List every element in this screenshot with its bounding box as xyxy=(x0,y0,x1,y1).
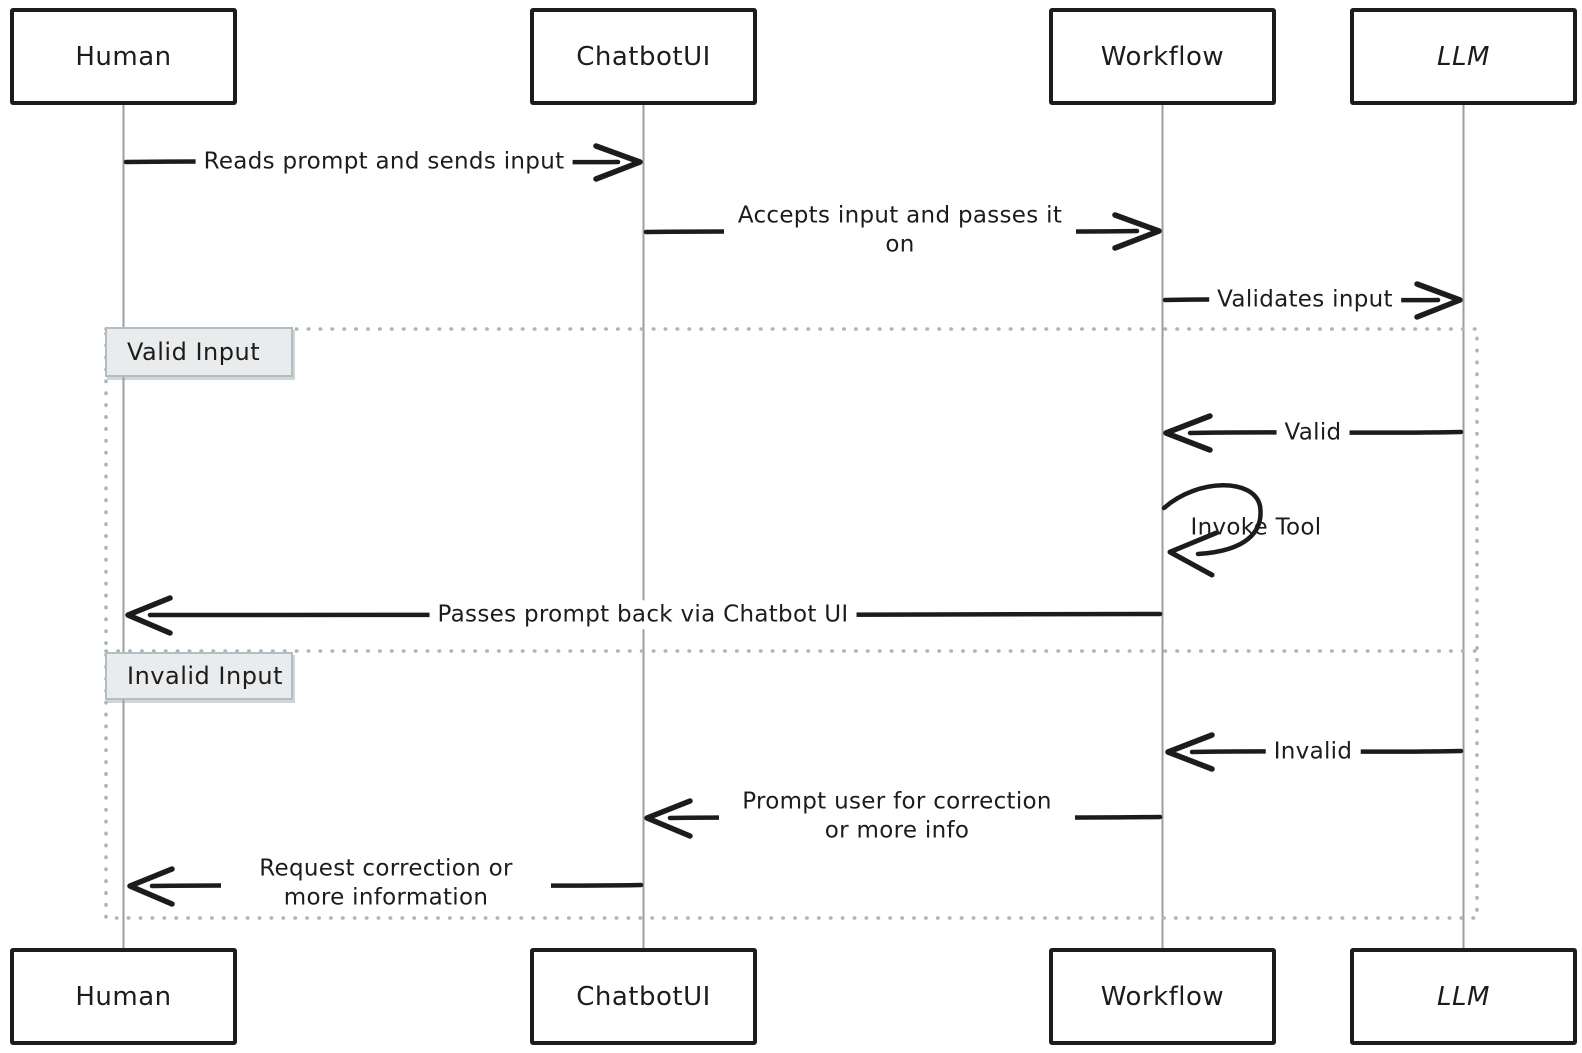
message-label-invalid: Invalid xyxy=(1265,737,1361,767)
alt-section-label-valid-input: Valid Input xyxy=(105,327,293,377)
alt-section-label-invalid-input: Invalid Input xyxy=(105,652,293,700)
actor-label-workflow: Workflow xyxy=(1100,41,1225,72)
message-label-prompt-user-correction: Prompt user for correction or more info xyxy=(719,787,1075,847)
actor-box-human-bottom: Human xyxy=(10,948,237,1045)
arrow-head-msg7 xyxy=(1165,732,1215,772)
message-label-validates-input: Validates input xyxy=(1209,285,1401,315)
actor-label-human: Human xyxy=(75,981,172,1012)
actor-label-chatbotui: ChatbotUI xyxy=(576,981,711,1012)
message-label-invoke-tool: Invoke Tool xyxy=(1190,514,1322,541)
alt-section-label-text: Valid Input xyxy=(127,338,261,366)
actor-label-llm: LLM xyxy=(1437,981,1490,1012)
arrow-head-msg6 xyxy=(125,595,173,636)
actor-box-chatbotui-top: ChatbotUI xyxy=(530,8,757,105)
message-label-request-correction: Request correction or more information xyxy=(221,854,551,914)
arrow-head-msg1 xyxy=(593,143,643,182)
alt-frame-rect xyxy=(104,327,1479,920)
message-label-passes-prompt-back: Passes prompt back via Chatbot UI xyxy=(429,600,857,630)
lifelines xyxy=(122,105,1465,948)
actor-label-llm: LLM xyxy=(1437,41,1490,72)
alt-frame xyxy=(104,327,1479,920)
actor-box-human-top: Human xyxy=(10,8,237,105)
alt-section-label-text: Invalid Input xyxy=(127,662,284,690)
message-label-accepts-input: Accepts input and passes it on xyxy=(724,201,1076,261)
arrow-head-msg8 xyxy=(644,798,693,839)
arrow-head-msg2 xyxy=(1112,212,1162,251)
actor-label-chatbotui: ChatbotUI xyxy=(576,41,711,72)
actor-label-human: Human xyxy=(75,41,172,72)
actor-box-workflow-bottom: Workflow xyxy=(1049,948,1276,1045)
actor-box-chatbotui-bottom: ChatbotUI xyxy=(530,948,757,1045)
arrow-head-msg5 xyxy=(1167,530,1219,578)
actor-box-workflow-top: Workflow xyxy=(1049,8,1276,105)
arrow-head-msg4 xyxy=(1163,413,1213,453)
message-label-reads-prompt: Reads prompt and sends input xyxy=(195,147,573,177)
arrow-head-msg3 xyxy=(1414,281,1463,320)
actor-box-llm-bottom: LLM xyxy=(1350,948,1577,1045)
message-label-valid: Valid xyxy=(1276,418,1350,448)
actor-label-workflow: Workflow xyxy=(1100,981,1225,1012)
arrow-shaft-msg5-loop xyxy=(1161,483,1263,557)
actor-box-llm-top: LLM xyxy=(1350,8,1577,105)
arrow-head-msg9 xyxy=(127,866,175,907)
